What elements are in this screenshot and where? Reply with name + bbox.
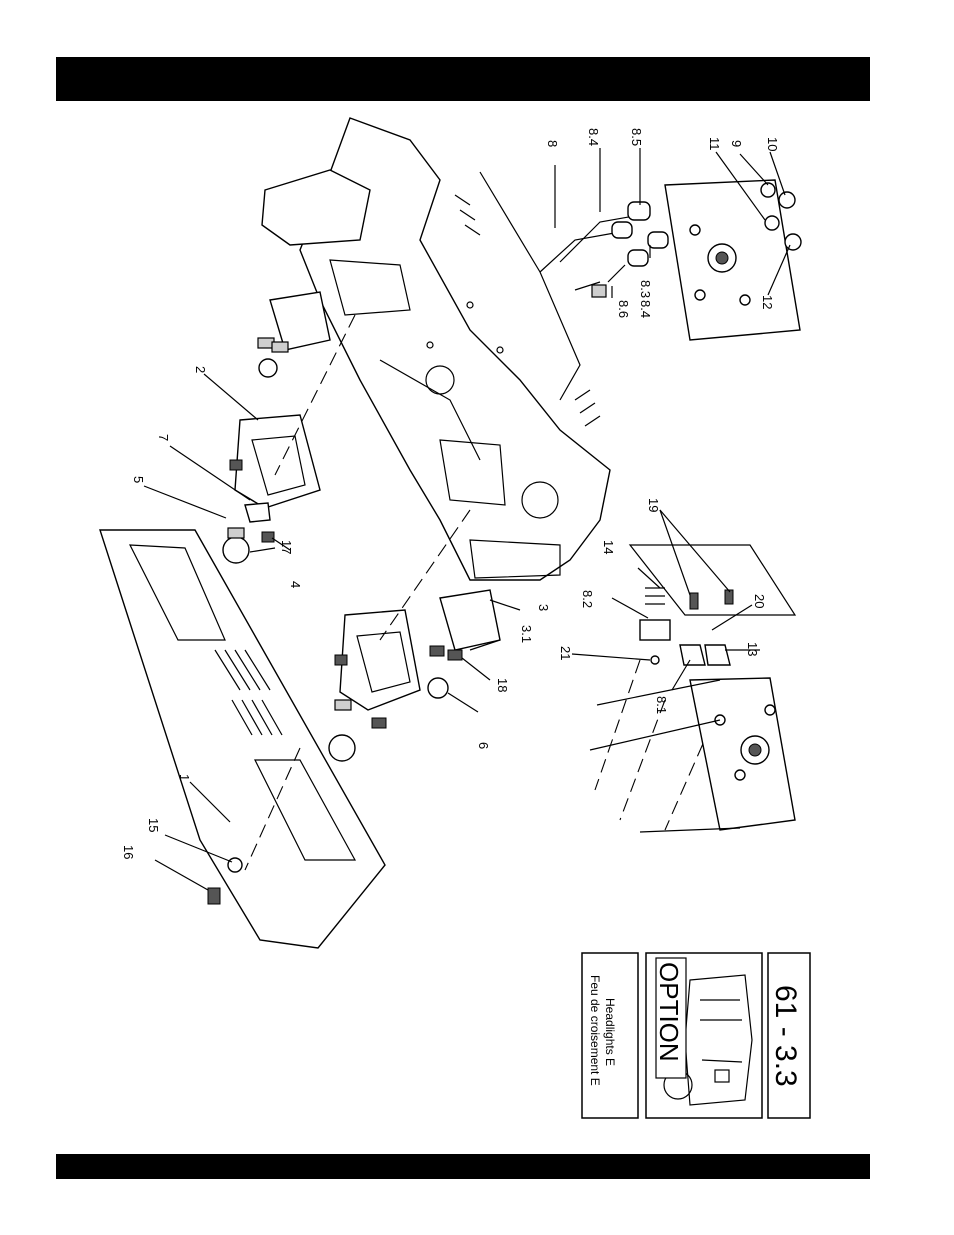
caption-french: Feu de croisement E <box>588 975 602 1086</box>
section-code: 61 - 3.3 <box>769 985 802 1087</box>
part-label: 8.3 <box>638 280 653 298</box>
part-label: 12 <box>760 295 775 309</box>
part-label: 6 <box>476 742 491 749</box>
part-label: 17 <box>279 540 294 554</box>
part-label: 8 <box>545 140 560 147</box>
option-label: OPTION <box>654 962 684 1062</box>
part-label: 11 <box>707 137 722 151</box>
control-panel-lower <box>630 545 795 830</box>
part-label: 8.5 <box>629 128 644 146</box>
part-label: 18 <box>495 678 510 692</box>
part-label: 1 <box>177 774 192 781</box>
headlight-lower <box>329 610 420 761</box>
assembly-line-d <box>595 660 640 790</box>
part-label: 10 <box>765 137 780 151</box>
part-label: 7 <box>156 434 171 441</box>
part-label: 3.1 <box>519 625 534 643</box>
part-label: 2 <box>193 366 208 373</box>
part-label: 8.4 <box>638 300 653 318</box>
part-label: 9 <box>729 140 744 147</box>
part-label: 15 <box>146 818 161 832</box>
part-label: 8.2 <box>580 590 595 608</box>
part-label: 8.6 <box>616 300 631 318</box>
part-label: 4 <box>288 581 303 588</box>
info-box: OPTION 61 - 3.3 Headlights E Feu de croi… <box>582 953 810 1118</box>
rear-lamp-upper <box>258 292 330 377</box>
part-label: 19 <box>646 498 661 512</box>
part-label: 5 <box>131 476 146 483</box>
part-label: 14 <box>601 540 616 554</box>
part-label: 8.4 <box>586 128 601 146</box>
part-label: 21 <box>558 646 573 660</box>
assembly-line-e <box>620 700 665 820</box>
chassis-frame <box>262 118 610 580</box>
caption-english: Headlights E <box>603 998 617 1066</box>
part-label: 16 <box>121 845 136 859</box>
part-label: 3 <box>536 604 551 611</box>
part-label: 13 <box>745 642 760 656</box>
part-label: 8.1 <box>654 696 669 714</box>
headlight-upper <box>223 415 320 563</box>
part-label: 20 <box>752 594 767 608</box>
